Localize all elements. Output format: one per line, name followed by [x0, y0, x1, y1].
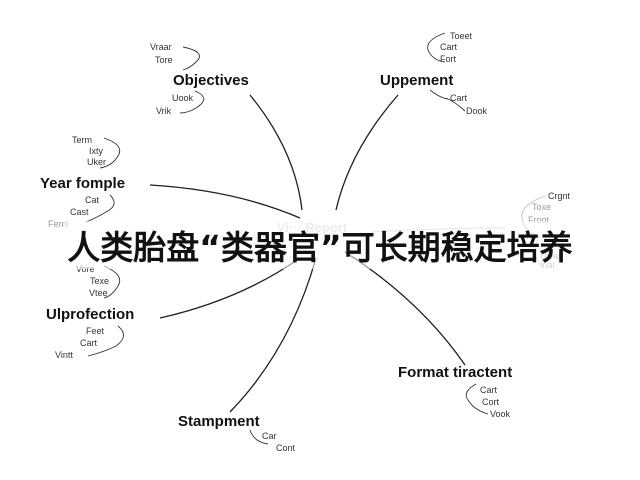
twig: [427, 32, 446, 63]
leaf-label: Texe: [90, 276, 109, 286]
leaf-label: Vore: [76, 264, 95, 274]
leaf-label: Cart: [450, 93, 468, 103]
leaf-label: Ferni: [48, 219, 69, 229]
leaf-label: Uker: [87, 157, 106, 167]
node-title: Objectives: [173, 72, 249, 89]
branch-uppement: [335, 94, 399, 211]
leaf-label: Cast: [70, 207, 89, 217]
leaf-label: Cart: [480, 385, 498, 395]
leaf-label: Vook: [490, 409, 511, 419]
leaf-label: Cont: [276, 443, 296, 453]
leaf-label: Vtee: [89, 288, 108, 298]
leaf-label: Vintt: [55, 350, 73, 360]
twig: [85, 194, 115, 223]
branch-right: [371, 227, 506, 233]
node-year-fomple: Year fomple Term Ixty Uker Cat Cast Fern…: [40, 135, 125, 229]
twig: [465, 383, 489, 415]
twig: [182, 46, 200, 71]
node-title: Stampment: [178, 413, 260, 430]
leaf-label: Vrik: [156, 106, 172, 116]
branch-objectives: [249, 94, 303, 211]
leaf-label: Ixty: [89, 146, 104, 156]
twig: [179, 90, 205, 114]
branch-stampment: [229, 257, 317, 413]
leaf-label: Cat: [85, 195, 100, 205]
node-title: Uppement: [380, 72, 453, 89]
node-format-tiractent: Format tiractent Cart Cort Vook: [398, 364, 512, 419]
leaf-label: Inal: [540, 260, 555, 270]
node-title: Format tiractent: [398, 364, 512, 381]
node-ulprofection: Ulprofection Vore Texe Vtee Feet Cart Vi…: [46, 264, 134, 360]
twig: [99, 137, 121, 169]
node-stampment: Stampment Car Cont: [178, 413, 296, 453]
leaf-label: Toeet: [450, 31, 473, 41]
leaf-label: Cart: [80, 338, 98, 348]
node-right-cluster: Crgnt Toxe Froot Uwar Inal: [521, 191, 571, 270]
leaf-label: Vraar: [150, 42, 172, 52]
branch-format: [344, 251, 466, 366]
leaf-label: Cart: [440, 42, 458, 52]
twig: [429, 89, 466, 112]
twig: [87, 325, 124, 357]
leaf-label: Toxe: [532, 202, 551, 212]
leaf-label: Crgnt: [548, 191, 571, 201]
twig: [249, 429, 269, 445]
branch-year: [149, 184, 301, 219]
leaf-label: Car: [262, 431, 277, 441]
leaf-label: Fort: [440, 54, 457, 64]
leaf-label: Feet: [86, 326, 105, 336]
leaf-label: Tore: [155, 55, 173, 65]
center-label: Vi··· Report: [277, 220, 348, 235]
node-title: Ulprofection: [46, 306, 134, 323]
node-uppement: Uppement Toeet Cart Fort Cart Dook: [380, 31, 488, 116]
leaf-label: Froot: [528, 215, 550, 225]
leaf-label: Cort: [482, 397, 500, 407]
twig: [103, 265, 121, 299]
leaf-label: Dook: [466, 106, 488, 116]
leaf-label: Uook: [172, 93, 194, 103]
branch-ulprofection: [159, 257, 301, 319]
node-objectives: Objectives Vraar Tore Uook Vrik: [150, 42, 249, 116]
leaf-label: Term: [72, 135, 92, 145]
node-title: Year fomple: [40, 175, 125, 192]
